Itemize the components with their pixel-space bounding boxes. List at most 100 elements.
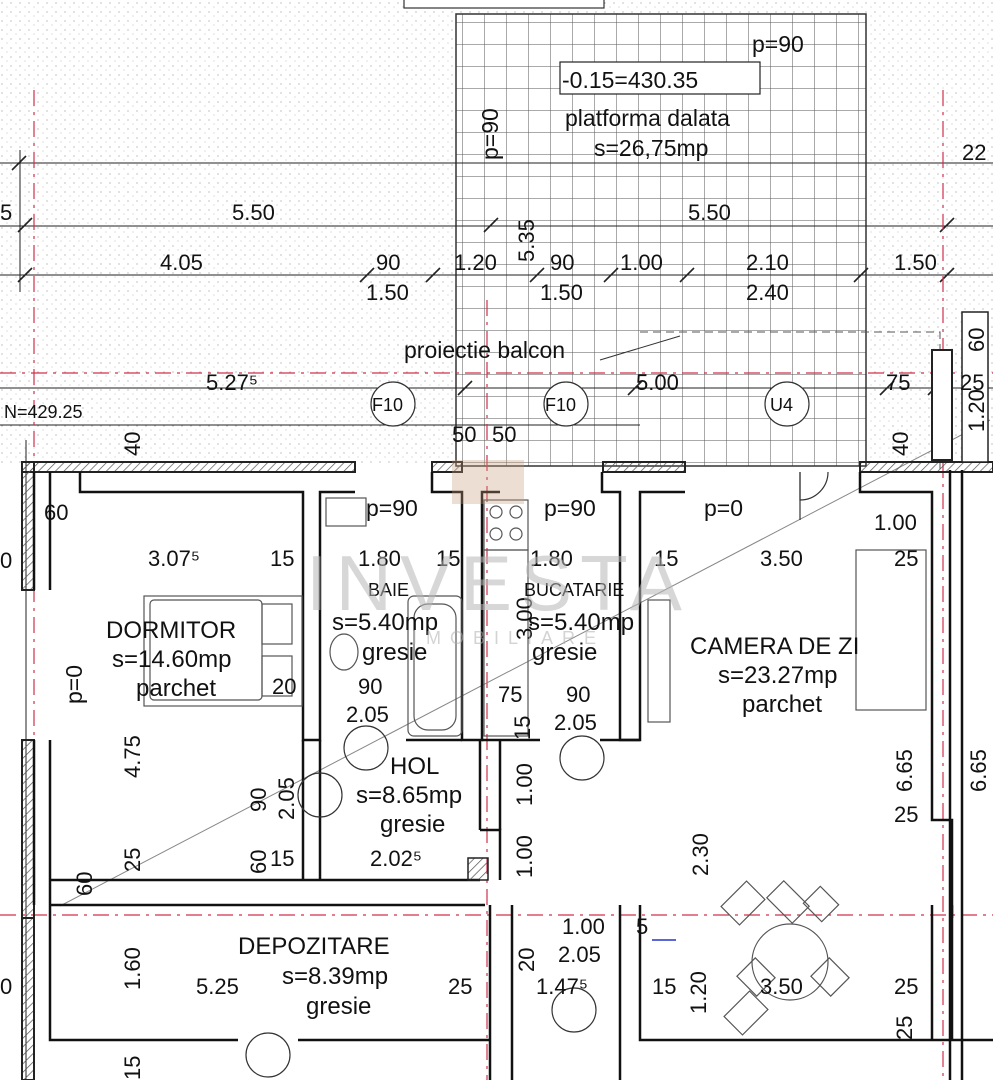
room-floor: gresie [532,639,597,666]
dim-bath-width: 1.80 [358,546,401,571]
dim-living-door: 1.00 [874,510,917,535]
slope-kitchen: p=90 [544,495,596,521]
dim-living-width: 3.50 [760,546,803,571]
room-area: s=14.60mp [112,646,231,673]
dim-hall-205: 2.05 [274,777,299,820]
dim-row2-h: 2.10 [746,250,789,275]
dim-wall-50-b: 50 [492,422,516,447]
watermark-sub: IMOBILIARE [412,628,605,648]
dim-row2-a: 4.05 [160,250,203,275]
room-name: BUCATARIE [524,580,624,600]
room-name: DEPOZITARE [238,933,390,960]
dim-top-right: 22 [962,140,986,165]
sofa [855,549,927,711]
dim-wall-40-left: 40 [120,432,145,456]
slope-bath: p=90 [366,495,418,521]
room-hol: HOL s=8.65mp gresie [356,753,462,838]
dim-row2-b: 90 [376,250,400,275]
ground-level: N=429.25 [4,402,83,422]
terrace-side-slope: p=90 [477,108,503,160]
room-floor: parchet [742,691,822,718]
room-name: BAIE [368,580,409,600]
dim-row3-e: 60 [964,328,989,352]
dim-living-230: 2.30 [688,833,713,876]
dim-left-0-b: 0 [0,974,12,999]
watermark-logo: INVESTA IMOBILIARE [306,460,682,648]
room-area: s=8.39mp [282,963,388,990]
dim-kitchen-width: 1.80 [530,546,573,571]
room-baie: BAIE s=5.40mp gresie [332,580,438,666]
room-area: s=5.40mp [332,609,438,636]
dim-row2-e: 90 [550,250,574,275]
dim-dining-25: 25 [894,974,918,999]
dim-bath-door-w: 90 [358,674,382,699]
room-floor: parchet [136,675,216,702]
balcony-projection-label: proiectie balcon [404,337,565,363]
bathtub [407,595,463,737]
dim-row2-c: 1.50 [366,280,409,305]
dim-row3-f: 1.20 [964,389,989,432]
dim-bottom-15: 15 [120,1056,145,1080]
room-depozitare: DEPOZITARE s=8.39mp gresie [238,933,390,1020]
dim-bedroom-depth: 4.75 [120,735,145,778]
dim-row2-f: 1.50 [540,280,583,305]
dim-wall-40-right: 40 [888,432,913,456]
dim-hall-60: 60 [246,850,271,874]
dim-entry-100: 1.00 [562,914,605,939]
dim-row3-b: 5.00 [636,370,679,395]
slope-bedroom: p=0 [61,665,87,704]
dim-kitchen-door-w: 90 [566,682,590,707]
dim-row2-j: 1.50 [894,250,937,275]
dim-storage-25: 25 [448,974,472,999]
room-area: s=8.65mp [356,782,462,809]
furniture [143,497,927,1036]
dim-kitchen-75: 75 [498,682,522,707]
sink [329,633,359,671]
bed [143,595,303,707]
room-floor: gresie [380,811,445,838]
dim-living-25-b: 25 [894,802,918,827]
dim-living-25: 25 [894,546,918,571]
dim-living-depth: 6.65 [892,749,917,792]
room-name: DORMITOR [106,617,236,644]
terrace-slope-label: p=90 [752,31,804,57]
dim-row3-c: 75 [886,370,910,395]
dim-dining-width: 3.50 [760,974,803,999]
dim-entry-15: 15 [652,974,676,999]
dim-row2-g: 1.00 [620,250,663,275]
room-name: HOL [390,753,439,780]
dim-left-0-a: 0 [0,548,12,573]
dim-kitchen-depth: 3.00 [512,597,537,640]
room-camera-de-zi: CAMERA DE ZI s=23.27mp parchet [690,633,859,718]
room-area: s=23.27mp [718,662,837,689]
dim-kitchen-door-h: 2.05 [554,710,597,735]
interior-walls [32,470,993,1080]
room-dormitor: DORMITOR s=14.60mp parchet [106,617,236,702]
window-tag-u4: U4 [770,395,793,415]
room-bucatarie: BUCATARIE s=5.40mp gresie [524,580,634,666]
dim-dining-25-v: 25 [892,1016,917,1040]
dim-entry-205: 2.05 [558,942,601,967]
dim-bedroom-width: 3.07⁵ [148,546,200,571]
room-floor: gresie [362,639,427,666]
room-area: s=5.40mp [528,609,634,636]
slope-living: p=0 [704,495,743,521]
dim-storage-20: 20 [514,948,539,972]
dim-entry-5: 5 [636,914,648,939]
dim-wall-15-b: 15 [436,546,460,571]
dim-wall-15-c: 15 [654,546,678,571]
dim-storage-60: 60 [72,872,97,896]
window-tags [370,381,810,427]
doors [245,471,829,1078]
dim-entry-120: 1.20 [686,971,711,1014]
axis-lines [0,90,993,1080]
dim-bed-60: 60 [44,500,68,525]
dim-row3-d: 25 [960,370,984,395]
dim-hall-100-b: 1.00 [512,835,537,878]
dim-storage-depth: 1.60 [120,947,145,990]
dim-hall-90: 90 [246,788,271,812]
window-tag-f10-2: F10 [545,395,576,415]
dim-right-depth: 6.65 [966,749,991,792]
dim-hall-15: 15 [270,846,294,871]
dim-row3-a: 5.27⁵ [206,370,258,395]
